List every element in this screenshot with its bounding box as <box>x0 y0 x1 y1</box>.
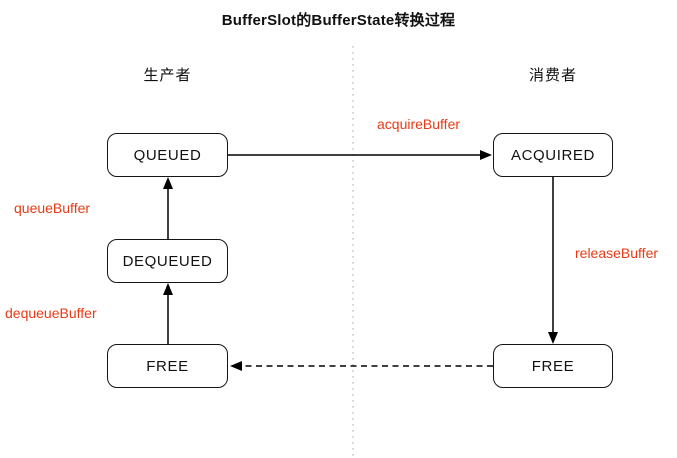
state-box-free-consumer: FREE <box>493 344 613 388</box>
arrow-free-to-dequeued-head-icon <box>163 283 173 295</box>
lane-label-consumer: 消费者 <box>528 67 577 84</box>
state-box-free-producer: FREE <box>107 344 228 388</box>
lane-label-producer: 生产者 <box>143 67 192 84</box>
arrow-acquired-to-free-head-icon <box>548 332 558 344</box>
transition-label-dequeue-buffer: dequeueBuffer <box>5 305 97 321</box>
arrow-free-consumer-to-free-producer-head-icon <box>230 361 242 371</box>
arrow-queued-to-acquired-head-icon <box>480 150 492 160</box>
state-box-queued: QUEUED <box>107 133 228 177</box>
transition-label-release-buffer: releaseBuffer <box>575 245 659 261</box>
transition-label-acquire-buffer: acquireBuffer <box>377 116 461 132</box>
state-box-dequeued: DEQUEUED <box>107 239 228 283</box>
diagram-title: BufferSlot的BufferState转换过程 <box>221 12 456 29</box>
state-box-acquired: ACQUIRED <box>493 133 613 177</box>
transition-label-queue-buffer: queueBuffer <box>14 200 91 216</box>
arrow-dequeued-to-queued-head-icon <box>163 177 173 189</box>
